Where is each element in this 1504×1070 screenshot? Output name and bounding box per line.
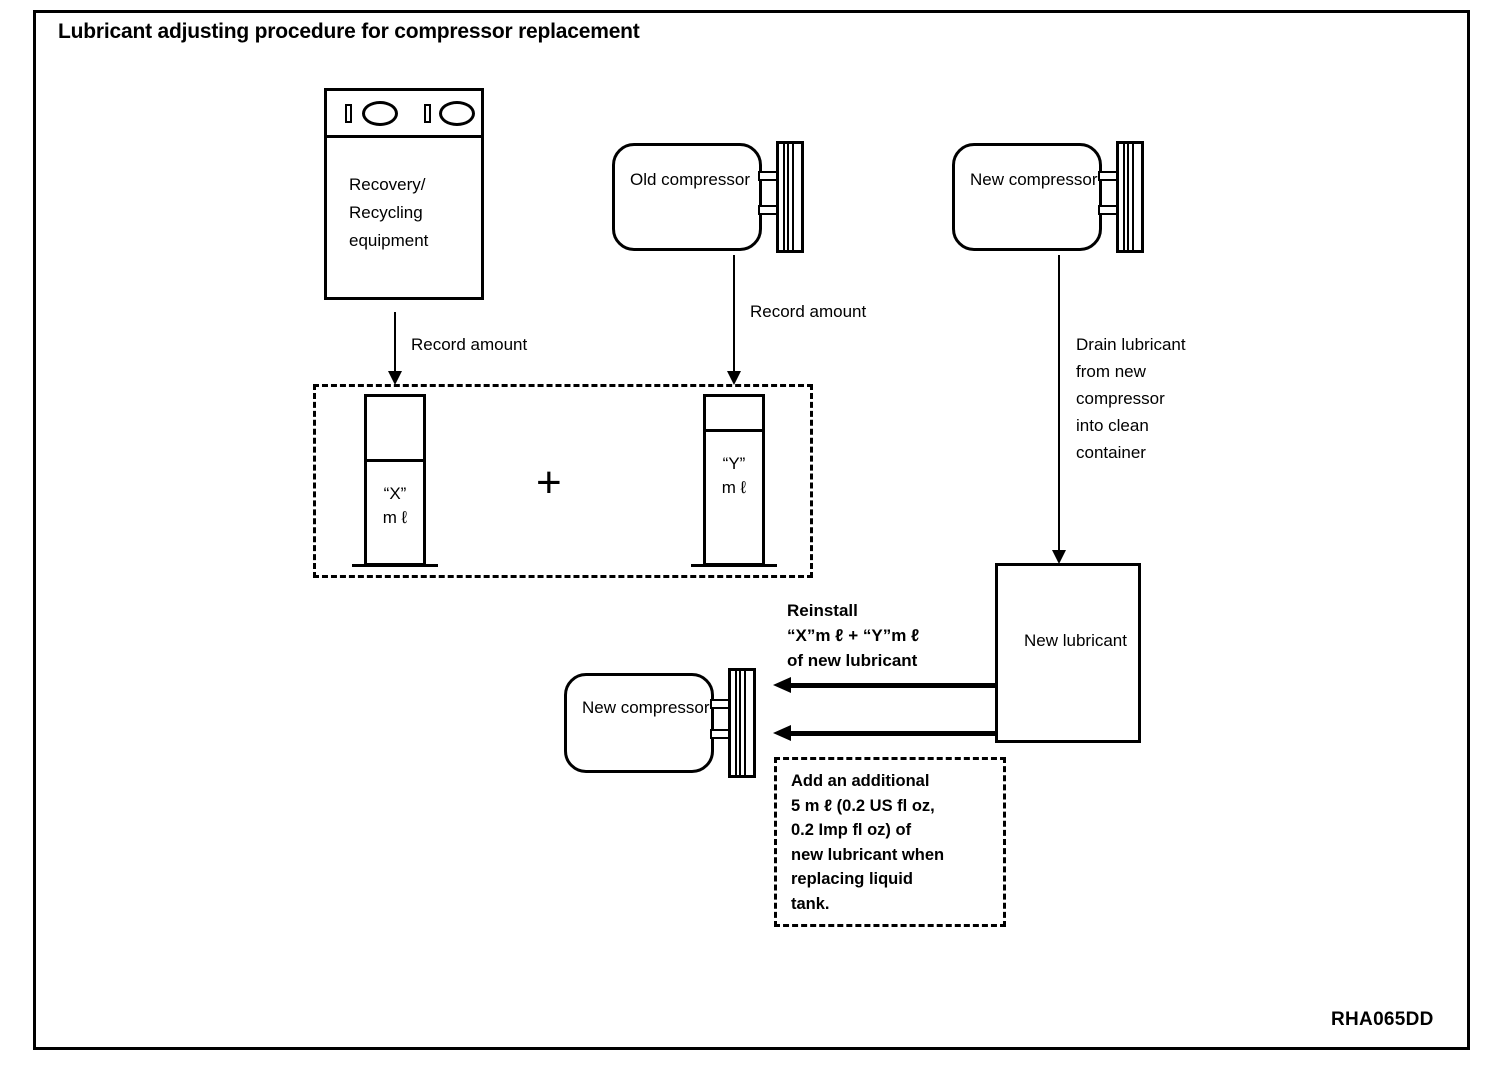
arrow-lubricant-to-compressor-primary (773, 677, 995, 693)
compressor-shaft-upper (1098, 171, 1118, 181)
compressor-shaft-lower (710, 729, 730, 739)
gauge-slot-icon (345, 104, 352, 123)
dial-gauge-icon (439, 101, 475, 126)
gauge-slot-icon (424, 104, 431, 123)
compressor-pulley-icon (1116, 141, 1144, 253)
compressor-pulley-icon (776, 141, 804, 253)
old-compressor-node: Old compressor (612, 141, 804, 253)
new-compressor-node-top: New compressor (952, 141, 1144, 253)
cylinder-y-base (691, 564, 777, 567)
arrow-new-compressor-to-lubricant (1052, 255, 1066, 564)
new-lubricant-container: New lubricant (995, 563, 1141, 743)
drain-lubricant-label: Drain lubricant from new compressor into… (1076, 335, 1186, 462)
compressor-shaft-lower (758, 205, 778, 215)
cylinder-y-unit: m ℓ (721, 478, 747, 497)
new-lubricant-label: New lubricant (1024, 631, 1127, 650)
cylinder-x-fill-line (367, 459, 423, 462)
dial-gauge-icon (362, 101, 398, 126)
recovery-equipment-node: Recovery/ Recycling equipment (324, 88, 484, 300)
record-amount-label-recovery: Record amount (411, 335, 528, 354)
new-compressor-body-bottom (564, 673, 714, 773)
new-compressor-body-top (952, 143, 1102, 251)
new-compressor-node-bottom: New compressor (564, 668, 756, 778)
arrow-lubricant-to-compressor-additional (773, 725, 995, 741)
new-compressor-label-bottom: New compressor (582, 698, 710, 717)
arrow-old-compressor-to-cylinder-y (727, 255, 741, 385)
figure-reference-code: RHA065DD (1331, 1009, 1434, 1030)
compressor-shaft-upper (758, 171, 778, 181)
old-compressor-label: Old compressor (630, 170, 750, 189)
page-title: Lubricant adjusting procedure for compre… (58, 20, 640, 43)
recovery-equipment-control-panel (327, 91, 481, 138)
old-compressor-body (612, 143, 762, 251)
cylinder-y-fill-line (706, 429, 762, 432)
cylinder-x-name: “X” (383, 484, 407, 503)
recovery-equipment-label: Recovery/ Recycling equipment (349, 175, 429, 250)
reinstall-note: Reinstall “X”m ℓ + “Y”m ℓ of new lubrica… (787, 601, 920, 670)
compressor-shaft-upper (710, 699, 730, 709)
cylinder-y-name: “Y” (722, 454, 746, 473)
additional-lubricant-note-text: Add an additional 5 m ℓ (0.2 US fl oz, 0… (791, 772, 945, 913)
plus-operator: + (536, 458, 562, 507)
recorded-amount-group (313, 384, 813, 578)
measuring-cylinder-y: “Y” m ℓ (691, 394, 777, 572)
compressor-pulley-icon (728, 668, 756, 778)
cylinder-x-base (352, 564, 438, 567)
measuring-cylinder-x: “X” m ℓ (352, 394, 438, 572)
new-compressor-label-top: New compressor (970, 170, 1098, 189)
figure-border (33, 10, 1470, 1050)
record-amount-label-old: Record amount (750, 302, 867, 321)
cylinder-x-unit: m ℓ (382, 508, 408, 527)
cylinder-x-tube (364, 394, 426, 566)
arrow-recovery-to-cylinder-x (388, 312, 402, 385)
cylinder-y-tube (703, 394, 765, 566)
compressor-shaft-lower (1098, 205, 1118, 215)
additional-lubricant-note-box: Add an additional 5 m ℓ (0.2 US fl oz, 0… (774, 757, 1006, 927)
